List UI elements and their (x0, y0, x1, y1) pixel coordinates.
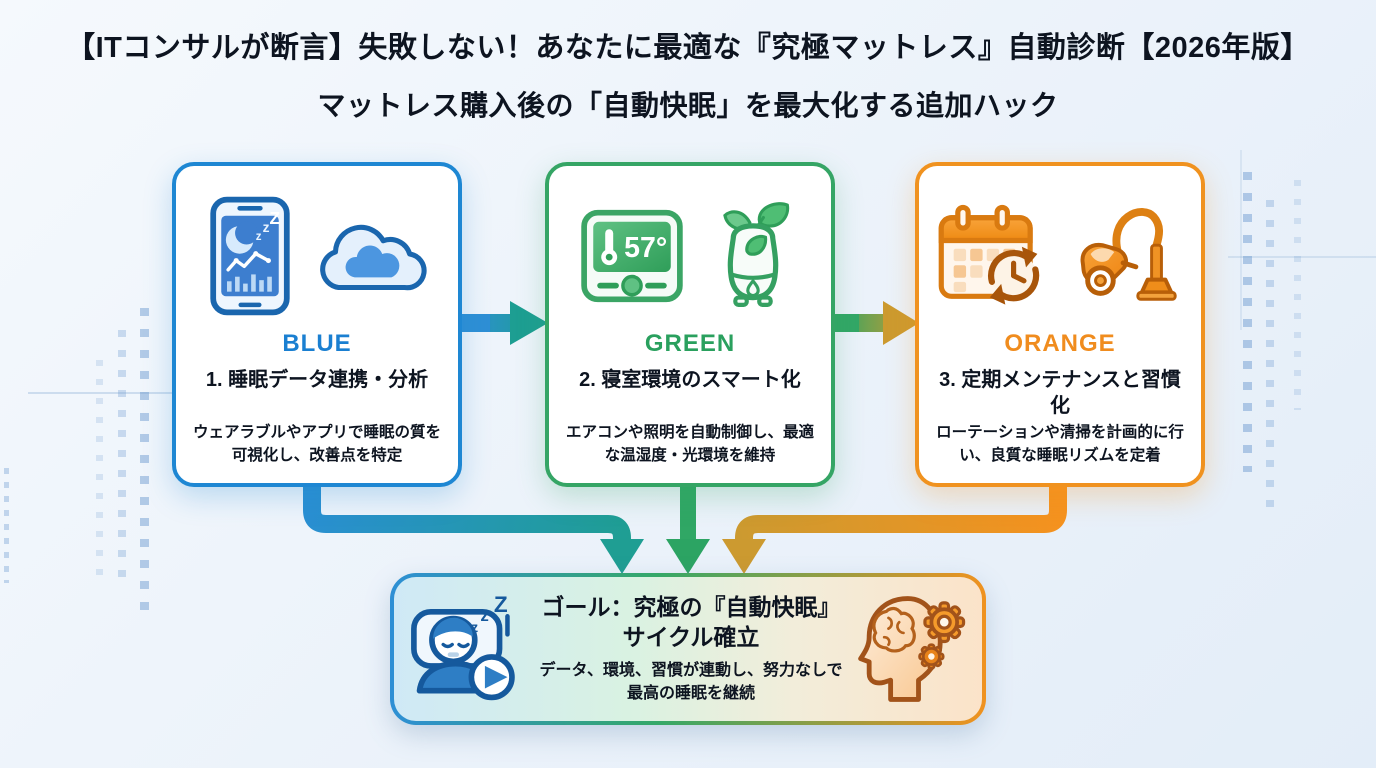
dot-pattern-right (1243, 172, 1252, 472)
svg-text:z: z (480, 606, 488, 625)
sleeping-person-icon: z z Z (411, 592, 515, 701)
page-title: 【ITコンサルが断言】失敗しない！あなたに最適な『究極マットレス』自動診断【20… (66, 32, 1310, 64)
sleep-tracking-phone-icon: z z Z (210, 196, 290, 316)
svg-text:z: z (263, 220, 270, 235)
arrow-green-to-goal (666, 487, 710, 574)
dot-pattern-left-3 (96, 360, 103, 575)
cloud-sync-icon (320, 224, 427, 291)
smart-thermostat-icon: 57° (581, 209, 683, 303)
goal-box-inner: z z Z ゴール：究極の『自動快眠』サイクル確立 データ、環境、習慣が連動し、… (394, 577, 982, 721)
dot-pattern-edge (4, 468, 9, 583)
svg-text:z: z (471, 620, 478, 635)
card-orange-label: ORANGE (1004, 330, 1116, 357)
svg-text:Z: Z (494, 592, 508, 617)
card-blue-title: 1. 睡眠データ連携・分析 (205, 369, 429, 391)
card-green-label: GREEN (644, 330, 736, 357)
arrow-orange-to-goal (722, 487, 1067, 574)
svg-text:Z: Z (270, 208, 281, 228)
brain-gears-icon (858, 596, 966, 702)
thermostat-reading: 57° (624, 232, 667, 264)
card-green-title: 2. 寝室環境のスマート化 (579, 369, 801, 391)
dot-pattern-right-2 (1266, 200, 1274, 520)
card-blue-label: BLUE (282, 330, 352, 357)
goal-title: ゴール：究極の『自動快眠』サイクル確立 (541, 593, 841, 650)
goal-description: データ、環境、習慣が連動し、努力なしで最高の睡眠を継続 (539, 661, 843, 702)
dot-pattern-left-2 (118, 330, 126, 585)
gear-large (923, 601, 966, 644)
card-orange-description: ローテーションや清掃を計画的に行い、良質な睡眠リズムを定着 (936, 424, 1184, 465)
dot-pattern-left (140, 308, 149, 623)
card-orange-title: 3. 定期メンテナンスと習慣化 (939, 369, 1181, 417)
vacuum-cleaner-icon (1080, 208, 1177, 301)
arrow-blue-to-green (460, 301, 548, 345)
card-maintenance-habit: ORANGE 3. 定期メンテナンスと習慣化 ローテーションや清掃を計画的に行い… (915, 162, 1205, 487)
goal-box: z z Z ゴール：究極の『自動快眠』サイクル確立 データ、環境、習慣が連動し、… (390, 573, 986, 725)
card-blue-description: ウェアラブルやアプリで睡眠の質を可視化し、改善点を特定 (192, 424, 441, 465)
page-subtitle: マットレス購入後の「自動快眠」を最大化する追加ハック (317, 90, 1059, 121)
card-blue-icons: z z Z (204, 182, 430, 330)
card-orange-icons (933, 182, 1187, 330)
card-bedroom-environment: 57° GREEN 2. 寝室環境のスマート化 エアコンや照明を自動制御し、最適… (545, 162, 835, 487)
bg-line (1240, 150, 1242, 330)
gear-small (918, 643, 945, 670)
goal-text: ゴール：究極の『自動快眠』サイクル確立 データ、環境、習慣が連動し、努力なしで最… (536, 593, 846, 705)
arrow-green-to-orange (833, 301, 919, 345)
dot-pattern-right-3 (1294, 180, 1301, 410)
humidifier-icon (723, 202, 790, 307)
card-green-icons: 57° (575, 182, 805, 330)
bg-line (1228, 256, 1376, 258)
card-green-description: エアコンや照明を自動制御し、最適な温湿度・光環境を維持 (565, 424, 814, 465)
arrow-blue-to-goal (303, 487, 644, 574)
calendar-rotation-icon (938, 204, 1040, 305)
card-sleep-data: z z Z BLUE 1. 睡眠データ連携・分析 ウェアラブルやアプリで睡眠の質… (172, 162, 462, 487)
svg-text:z: z (256, 231, 262, 243)
